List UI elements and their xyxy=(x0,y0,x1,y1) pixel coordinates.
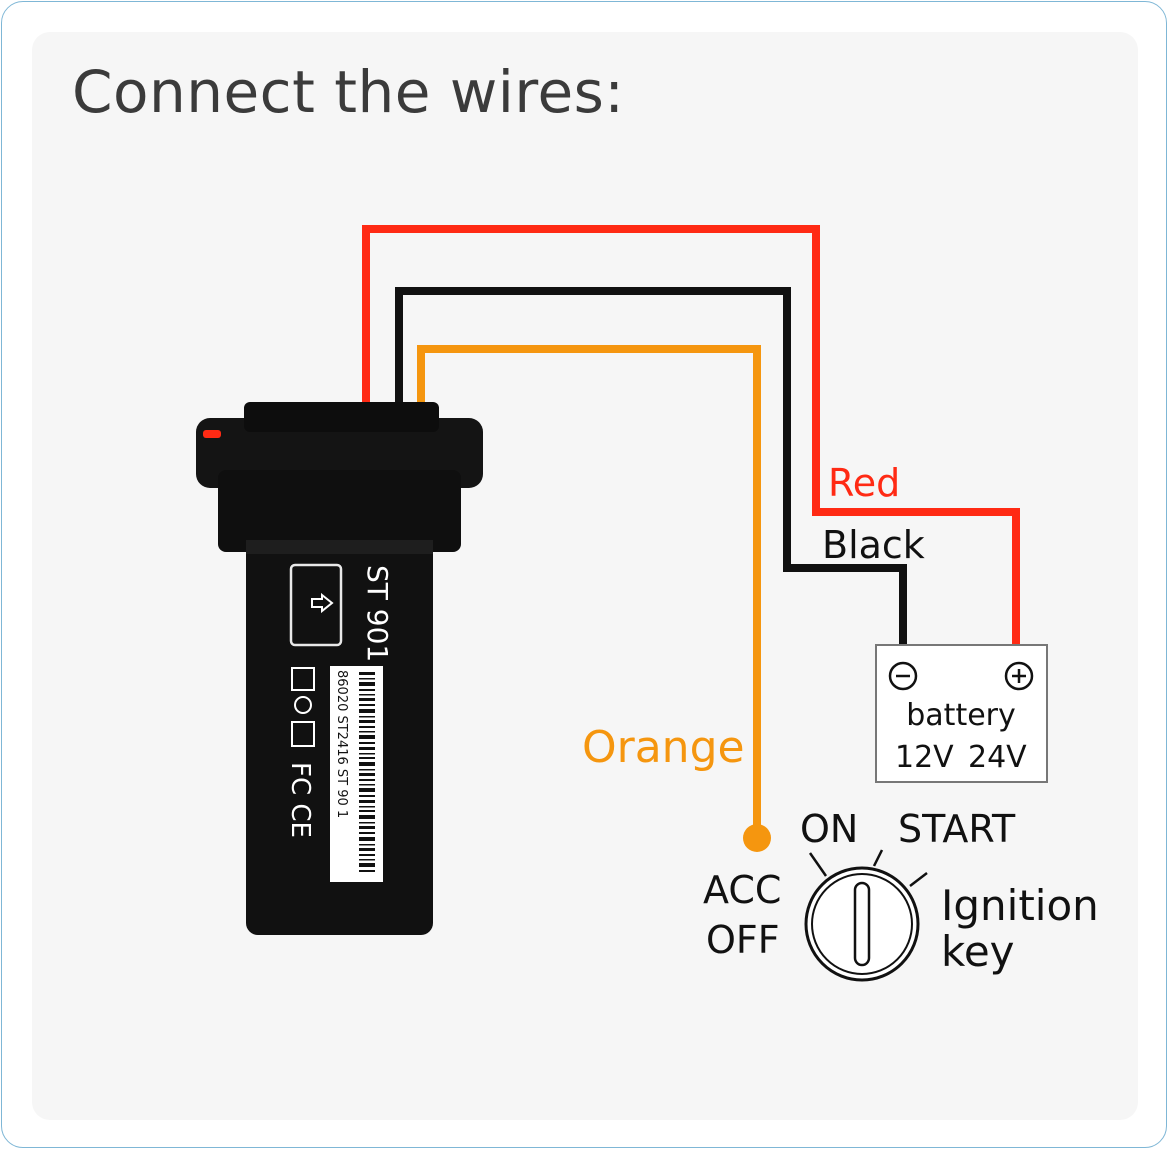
device-button xyxy=(289,563,343,647)
barcode xyxy=(359,672,375,872)
certification-icons xyxy=(291,667,315,747)
ignition-key-label-line1: Ignition xyxy=(941,881,1099,930)
black-wire-label: Black xyxy=(822,523,925,567)
orange-wire-label: Orange xyxy=(582,722,745,773)
red-wire-label: Red xyxy=(828,461,900,505)
page-title: Connect the wires: xyxy=(72,58,625,126)
battery: battery 12V 24V xyxy=(875,644,1048,783)
ignition-on-label: ON xyxy=(800,807,858,851)
battery-24v-label: 24V xyxy=(968,740,1027,775)
black-wire xyxy=(395,287,907,645)
ignition-off-label: OFF xyxy=(706,918,780,962)
ignition-start-label: START xyxy=(898,807,1016,851)
battery-minus-icon xyxy=(888,661,918,691)
diagram-panel xyxy=(32,32,1138,1120)
ignition-acc-label: ACC xyxy=(703,868,781,912)
device-model-label: ST 901 xyxy=(361,565,394,662)
red-wire xyxy=(362,225,1020,645)
orange-wire xyxy=(417,345,761,833)
ignition-key-icon xyxy=(804,849,928,982)
battery-plus-icon xyxy=(1004,661,1034,691)
battery-label: battery xyxy=(906,698,1016,733)
gps-tracker-device: 86020 ST2416 ST 90 1 ST 901 FC CE xyxy=(196,402,483,935)
arrow-icon xyxy=(311,592,334,614)
barcode-text: 86020 ST2416 ST 90 1 xyxy=(334,670,349,818)
certification-marks: FC CE xyxy=(285,762,315,838)
acc-terminal-dot xyxy=(743,824,771,852)
battery-12v-label: 12V xyxy=(895,740,954,775)
ignition-key-label-line2: key xyxy=(941,927,1015,976)
